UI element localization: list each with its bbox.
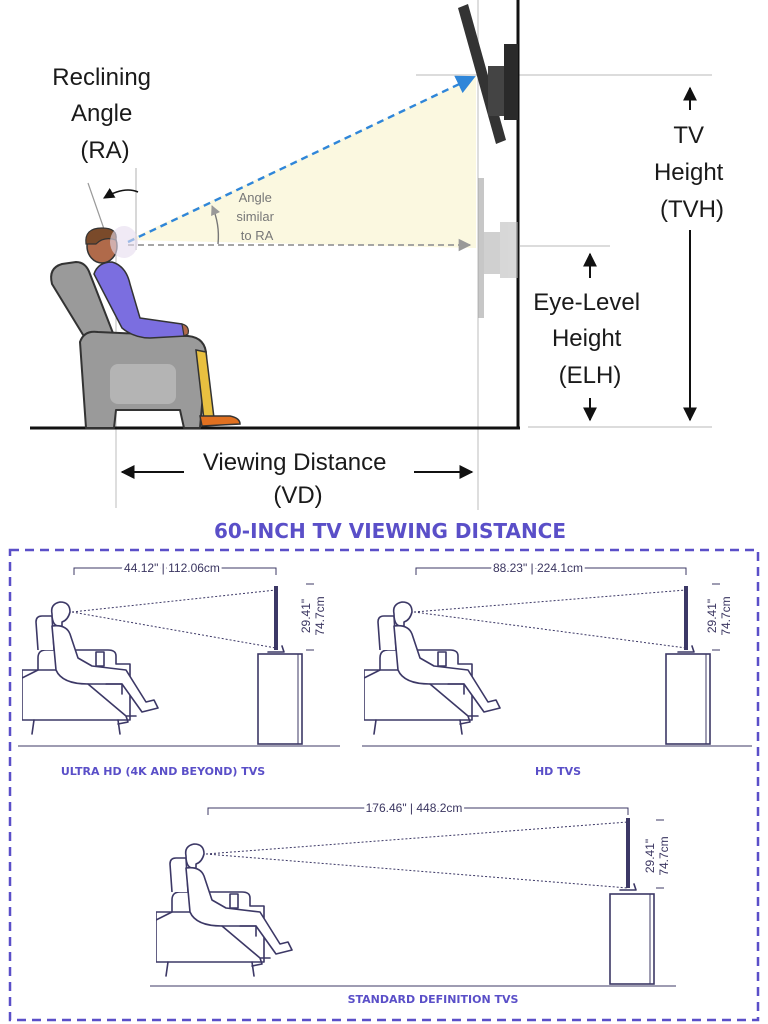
- label-reclining-angle: Reclining Angle (RA): [52, 64, 157, 164]
- panel-label: ULTRA HD (4K AND BEYOND) TVS: [61, 765, 265, 778]
- label-viewing-distance: Viewing Distance (VD): [203, 449, 393, 509]
- recline-arc: [103, 188, 139, 199]
- label-angle-similar: Angle similar to RA: [236, 190, 277, 243]
- line-of-sight-tilted: [127, 75, 476, 244]
- label-eye-level-height: Eye-Level Height (ELH): [533, 289, 646, 389]
- distance-label: 44.12" | 112.06cm: [124, 561, 220, 575]
- tv-eye-level-ghost: [478, 178, 518, 318]
- distance-label: 176.46" | 448.2cm: [366, 801, 463, 815]
- label-tv-height: TV Height (TVH): [654, 122, 730, 223]
- height-cm-label: 74.7cm: [657, 836, 671, 875]
- panel-hd: 88.23" | 224.1cm 29.41" 74.7cm HD TVS: [362, 559, 752, 778]
- angle-arc: [211, 205, 221, 245]
- bottom-diagram: 60-INCH TV VIEWING DISTANCE 44.12" | 112…: [8, 519, 760, 1022]
- tv-mounted: [458, 4, 518, 144]
- infographic-title: 60-INCH TV VIEWING DISTANCE: [214, 519, 566, 543]
- viewing-cone: [128, 76, 476, 248]
- seated-person: [85, 226, 241, 427]
- recliner-chair: [50, 261, 208, 429]
- height-inch-label: 29.41": [705, 599, 719, 633]
- panel-standard-definition: 176.46" | 448.2cm 29.41" 74.7cm STANDARD…: [150, 799, 676, 1006]
- height-cm-label: 74.7cm: [313, 596, 327, 635]
- top-diagram: Reclining Angle (RA) Angle similar to RA…: [30, 0, 730, 510]
- height-inch-label: 29.41": [643, 839, 657, 873]
- panel-label: STANDARD DEFINITION TVS: [348, 993, 519, 1006]
- panel-ultra-hd: 44.12" | 112.06cm 29.41" 74.7cm ULTRA HD…: [18, 559, 340, 778]
- dashed-frame: [8, 548, 760, 1022]
- panel-label: HD TVS: [535, 765, 581, 778]
- distance-label: 88.23" | 224.1cm: [493, 561, 583, 575]
- height-inch-label: 29.41": [299, 599, 313, 633]
- height-cm-label: 74.7cm: [719, 596, 733, 635]
